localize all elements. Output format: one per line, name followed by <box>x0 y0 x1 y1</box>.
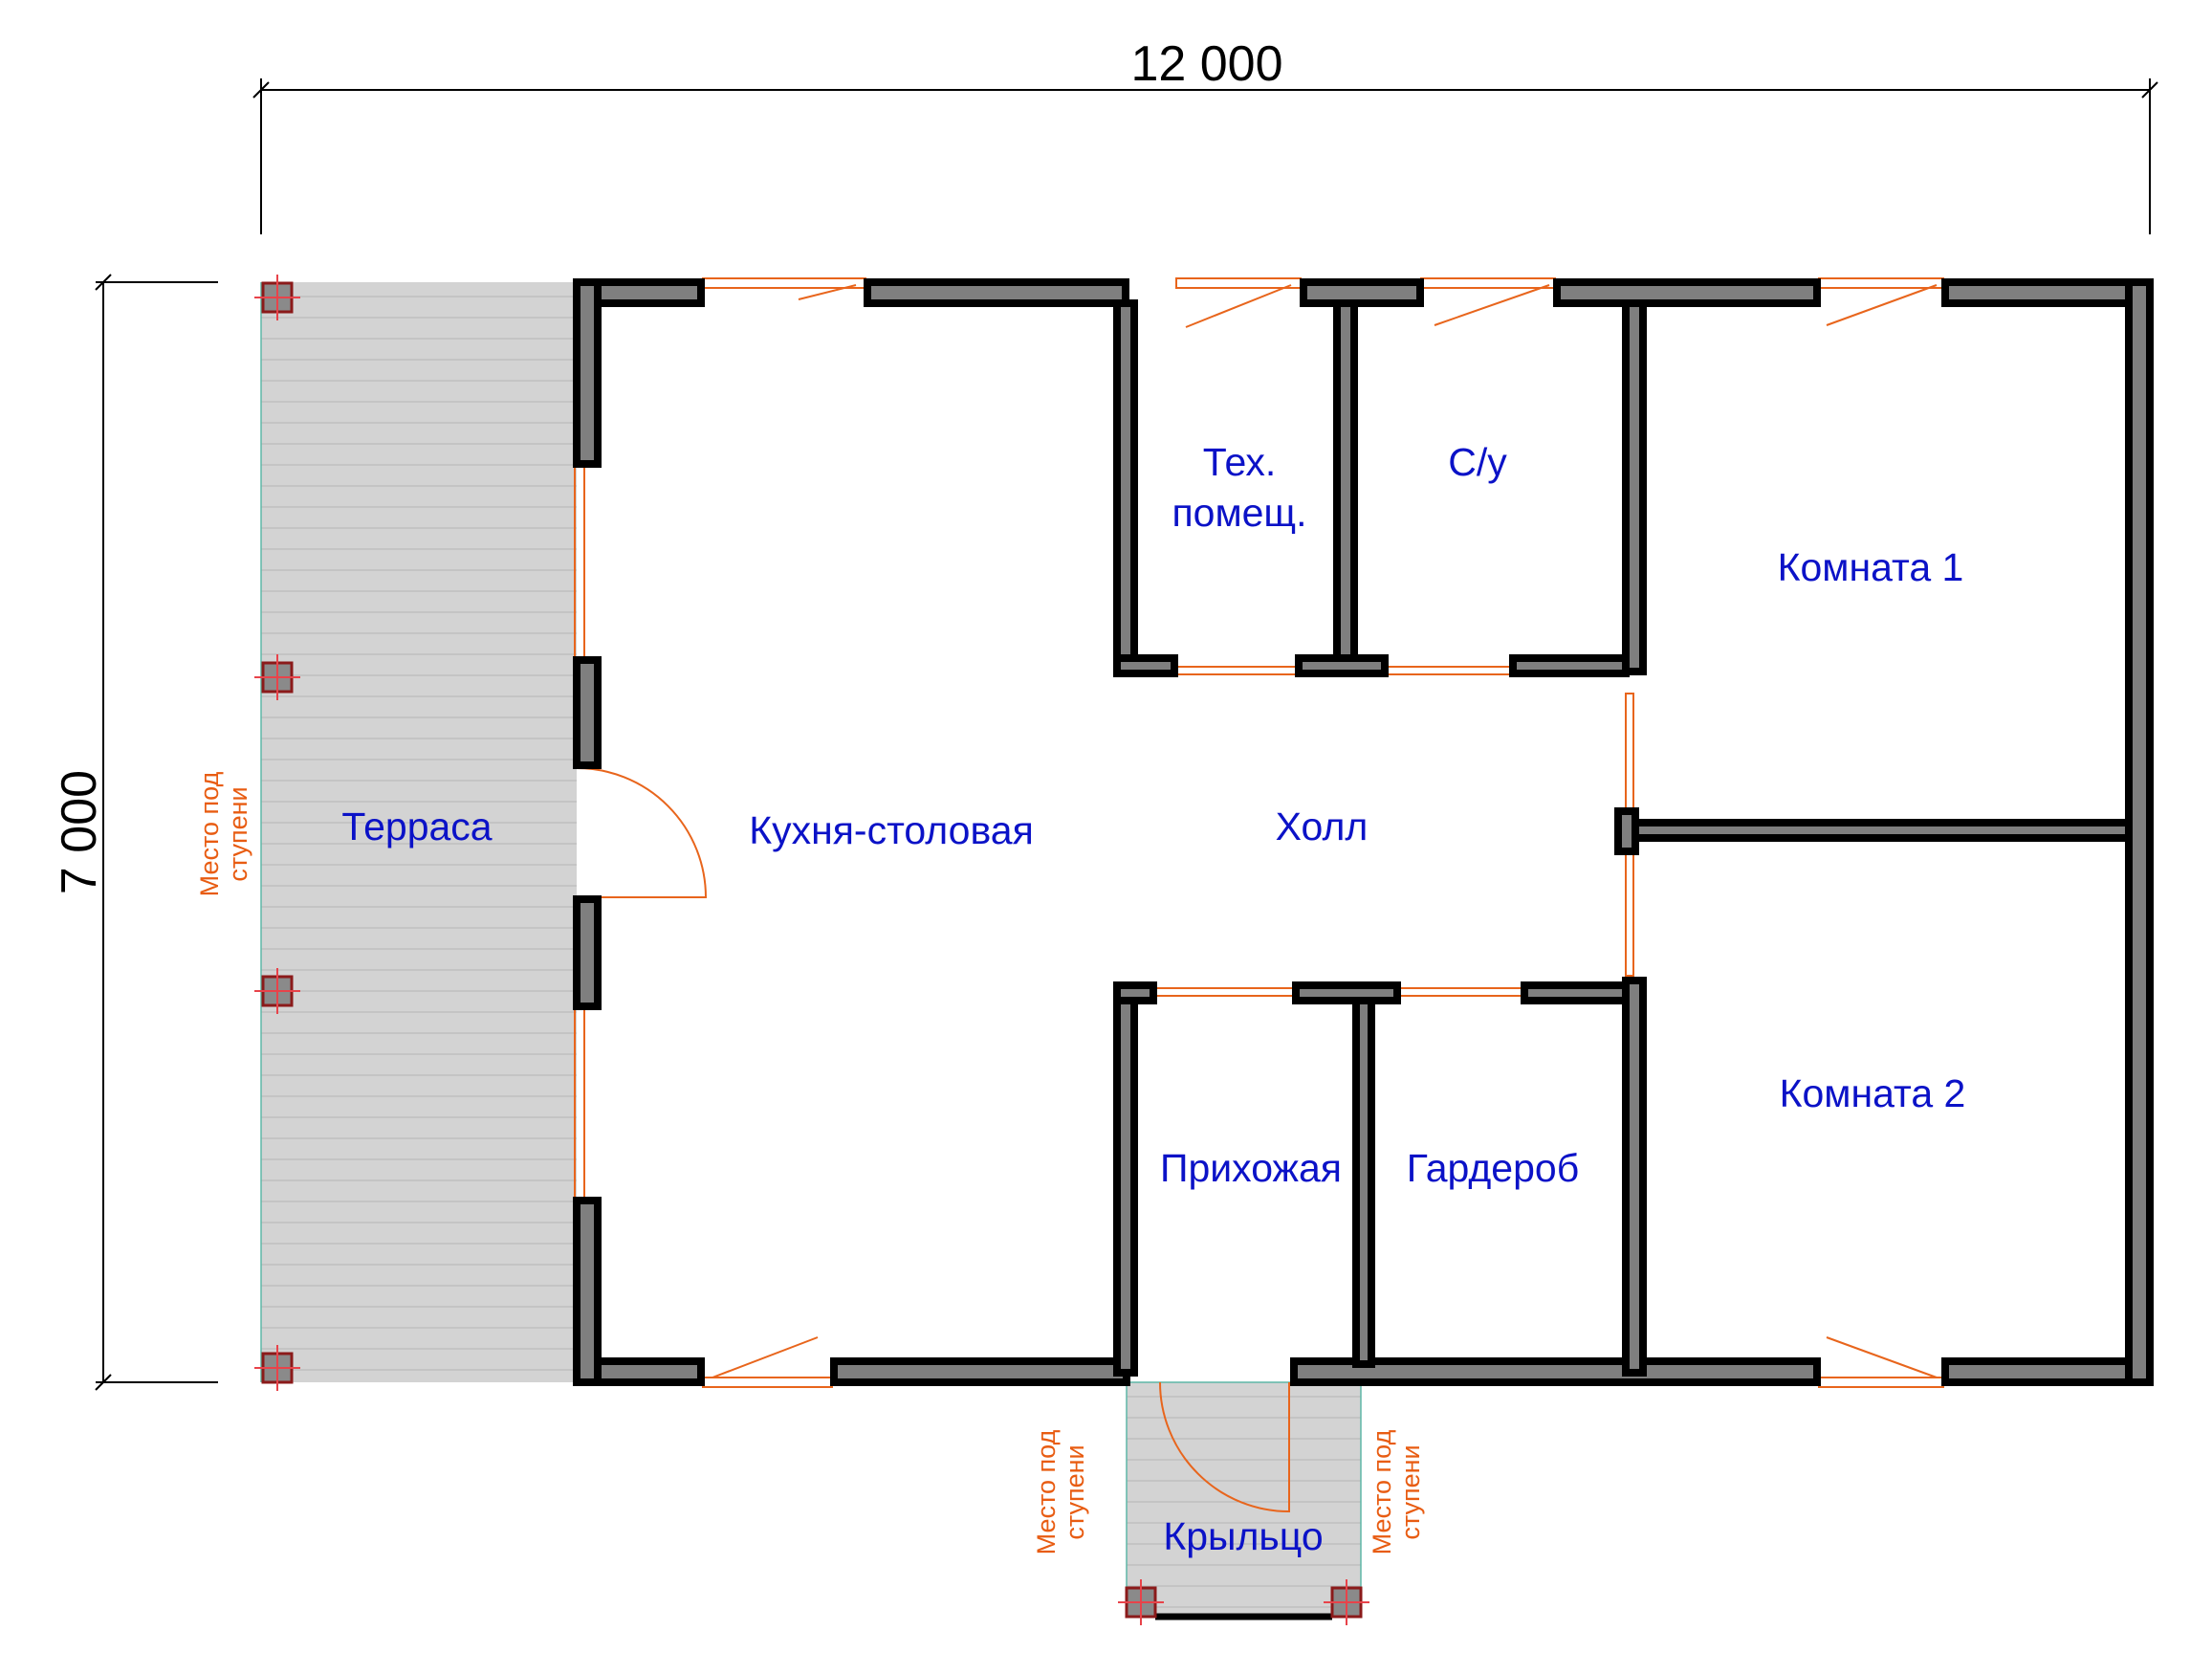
column <box>254 968 300 1014</box>
room-labels: Терраса Кухня-столовая Холл Тех. помещ. … <box>341 440 1965 1558</box>
column <box>254 654 300 700</box>
label-hall: Холл <box>1276 804 1369 849</box>
svg-text:Место под: Место под <box>195 771 224 896</box>
walls <box>573 278 2154 1386</box>
column <box>254 1345 300 1391</box>
label-porch: Крыльцо <box>1163 1514 1323 1558</box>
label-tech-line1: Тех. <box>1203 440 1277 484</box>
steps-note-terrace: Место под ступени <box>195 771 252 896</box>
label-room1: Комната 1 <box>1778 545 1964 589</box>
width-dimension: 12 000 <box>252 36 2158 234</box>
label-room2: Комната 2 <box>1780 1071 1966 1115</box>
width-dimension-label: 12 000 <box>1130 36 1282 92</box>
steps-note-porch-left: Место под ступени <box>1032 1429 1089 1554</box>
svg-text:Место под: Место под <box>1368 1429 1396 1554</box>
label-kitchen: Кухня-столовая <box>749 808 1034 852</box>
column <box>1324 1579 1369 1625</box>
column <box>254 275 300 320</box>
svg-text:ступени: ступени <box>224 786 252 881</box>
column <box>1118 1579 1164 1625</box>
height-dimension: 7 000 <box>52 274 218 1391</box>
label-bathroom: С/у <box>1448 440 1507 484</box>
label-tech-line2: помещ. <box>1172 491 1306 535</box>
label-wardrobe: Гардероб <box>1407 1146 1579 1190</box>
svg-text:ступени: ступени <box>1396 1444 1425 1539</box>
label-entrance: Прихожая <box>1160 1146 1342 1190</box>
height-dimension-label: 7 000 <box>52 770 107 894</box>
porch-deck <box>1126 1381 1362 1620</box>
label-terrace: Терраса <box>341 804 492 849</box>
terrace-columns <box>254 275 1369 1625</box>
svg-text:ступени: ступени <box>1061 1444 1089 1539</box>
door-swings <box>576 767 1290 1513</box>
steps-note-porch-right: Место под ступени <box>1368 1429 1425 1554</box>
svg-text:Место под: Место под <box>1032 1429 1061 1554</box>
terrace-deck <box>260 282 577 1382</box>
